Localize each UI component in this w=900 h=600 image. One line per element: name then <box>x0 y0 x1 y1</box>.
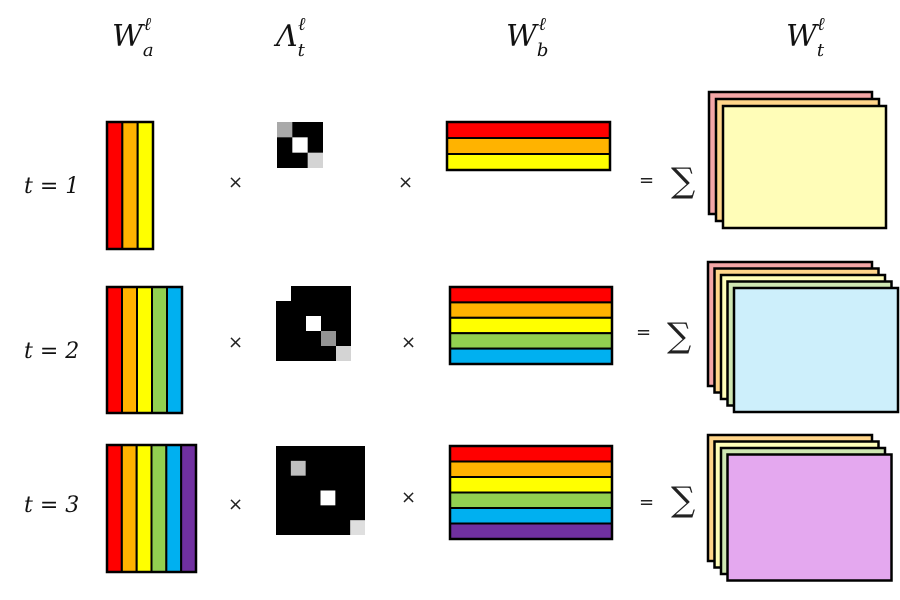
wa-matrix <box>105 443 198 574</box>
color-band-column <box>150 444 168 573</box>
header-lambda: Λtℓ <box>273 14 306 61</box>
header-wa-sub: a <box>143 40 154 61</box>
sum-symbol: ∑ <box>671 480 695 520</box>
row-label: t = 2 <box>24 339 79 364</box>
times-operator: × <box>228 332 243 353</box>
row-t1: t = 1 × × = ∑ <box>24 90 888 251</box>
row-t3: t = 3 × × = ∑ <box>24 433 893 582</box>
matrix-outline <box>105 443 198 574</box>
times-operator: × <box>398 172 413 193</box>
wb-matrix <box>448 285 614 366</box>
color-band-column <box>121 121 139 250</box>
matrix-outline <box>448 285 614 366</box>
matrix-outline <box>105 285 184 415</box>
row-label: t = 3 <box>24 493 79 518</box>
diagonal-entry <box>336 346 351 361</box>
wa-matrix <box>105 285 184 415</box>
color-band-row <box>449 445 613 463</box>
color-band-row <box>446 137 611 155</box>
header-wb: Wbℓ <box>506 14 548 61</box>
diagonal-entry <box>321 331 336 346</box>
diagonal-entry <box>290 460 306 476</box>
header-wt-sub: t <box>817 40 825 61</box>
header-wt: Wtℓ <box>786 14 825 61</box>
color-band-row <box>449 347 613 366</box>
color-band-row <box>449 286 613 304</box>
color-band-column <box>121 286 138 414</box>
color-band-column <box>136 286 153 414</box>
color-band-row <box>449 476 613 494</box>
color-band-row <box>449 316 613 335</box>
color-band-row <box>449 332 613 350</box>
diagonal-entry <box>306 316 321 331</box>
color-band-row <box>449 301 613 319</box>
header-wb-sup: ℓ <box>538 14 546 35</box>
color-band-column <box>106 121 124 250</box>
rank-one-stack <box>706 260 900 414</box>
header-lambda-sub: t <box>298 40 306 61</box>
equals-operator: = <box>639 170 654 191</box>
matrix-outline <box>445 120 612 172</box>
diagonal-entry <box>277 122 293 138</box>
color-band-row <box>449 491 613 509</box>
wa-matrix <box>105 120 155 251</box>
color-band-column <box>135 444 153 573</box>
header-wa-sup: ℓ <box>144 14 152 35</box>
color-band-column <box>165 444 183 573</box>
header-wb-sub: b <box>537 40 549 61</box>
matrix-outline <box>105 120 155 251</box>
rank-one-stack <box>706 433 893 582</box>
diagonal-entry <box>350 520 365 535</box>
lambda-matrix <box>276 446 365 535</box>
color-band-row <box>449 522 613 540</box>
times-operator: × <box>228 172 243 193</box>
color-band-row <box>446 153 611 171</box>
lambda-matrix <box>276 286 351 361</box>
color-band-column <box>120 444 138 573</box>
header-wa: Waℓ <box>112 14 154 61</box>
rank-one-stack <box>707 90 888 230</box>
equals-operator: = <box>639 492 654 513</box>
row-t2: t = 2 × × = ∑ <box>24 260 900 415</box>
color-band-column <box>106 286 123 414</box>
equals-operator: = <box>636 322 651 343</box>
column-headers: Waℓ Λtℓ Wbℓ Wtℓ <box>112 14 825 61</box>
stacked-rank-one-matrix <box>721 104 888 230</box>
row-label: t = 1 <box>24 174 79 199</box>
lambda-matrix <box>277 122 323 168</box>
color-band-column <box>166 286 183 414</box>
color-band-row <box>449 507 613 525</box>
times-operator: × <box>401 487 416 508</box>
times-operator: × <box>401 332 416 353</box>
color-band-column <box>136 121 155 250</box>
wb-matrix <box>448 444 614 541</box>
stacked-rank-one-matrix <box>732 286 900 414</box>
header-wt-sup: ℓ <box>817 14 825 35</box>
sum-symbol: ∑ <box>667 316 691 356</box>
color-band-column <box>106 444 123 573</box>
color-band-row <box>449 460 613 478</box>
wb-matrix <box>445 120 612 172</box>
color-band-column <box>180 444 198 573</box>
color-band-row <box>446 121 611 139</box>
color-band-column <box>151 286 168 414</box>
sum-symbol: ∑ <box>671 161 695 201</box>
matrix-outline <box>448 444 614 541</box>
times-operator: × <box>228 494 243 515</box>
diagonal-entry <box>320 490 336 506</box>
stacked-rank-one-matrix <box>726 453 893 582</box>
diagonal-entry <box>307 152 323 168</box>
diagonal-entry <box>292 137 308 153</box>
diagonal-entry <box>276 286 291 301</box>
header-lambda-sup: ℓ <box>298 14 306 35</box>
